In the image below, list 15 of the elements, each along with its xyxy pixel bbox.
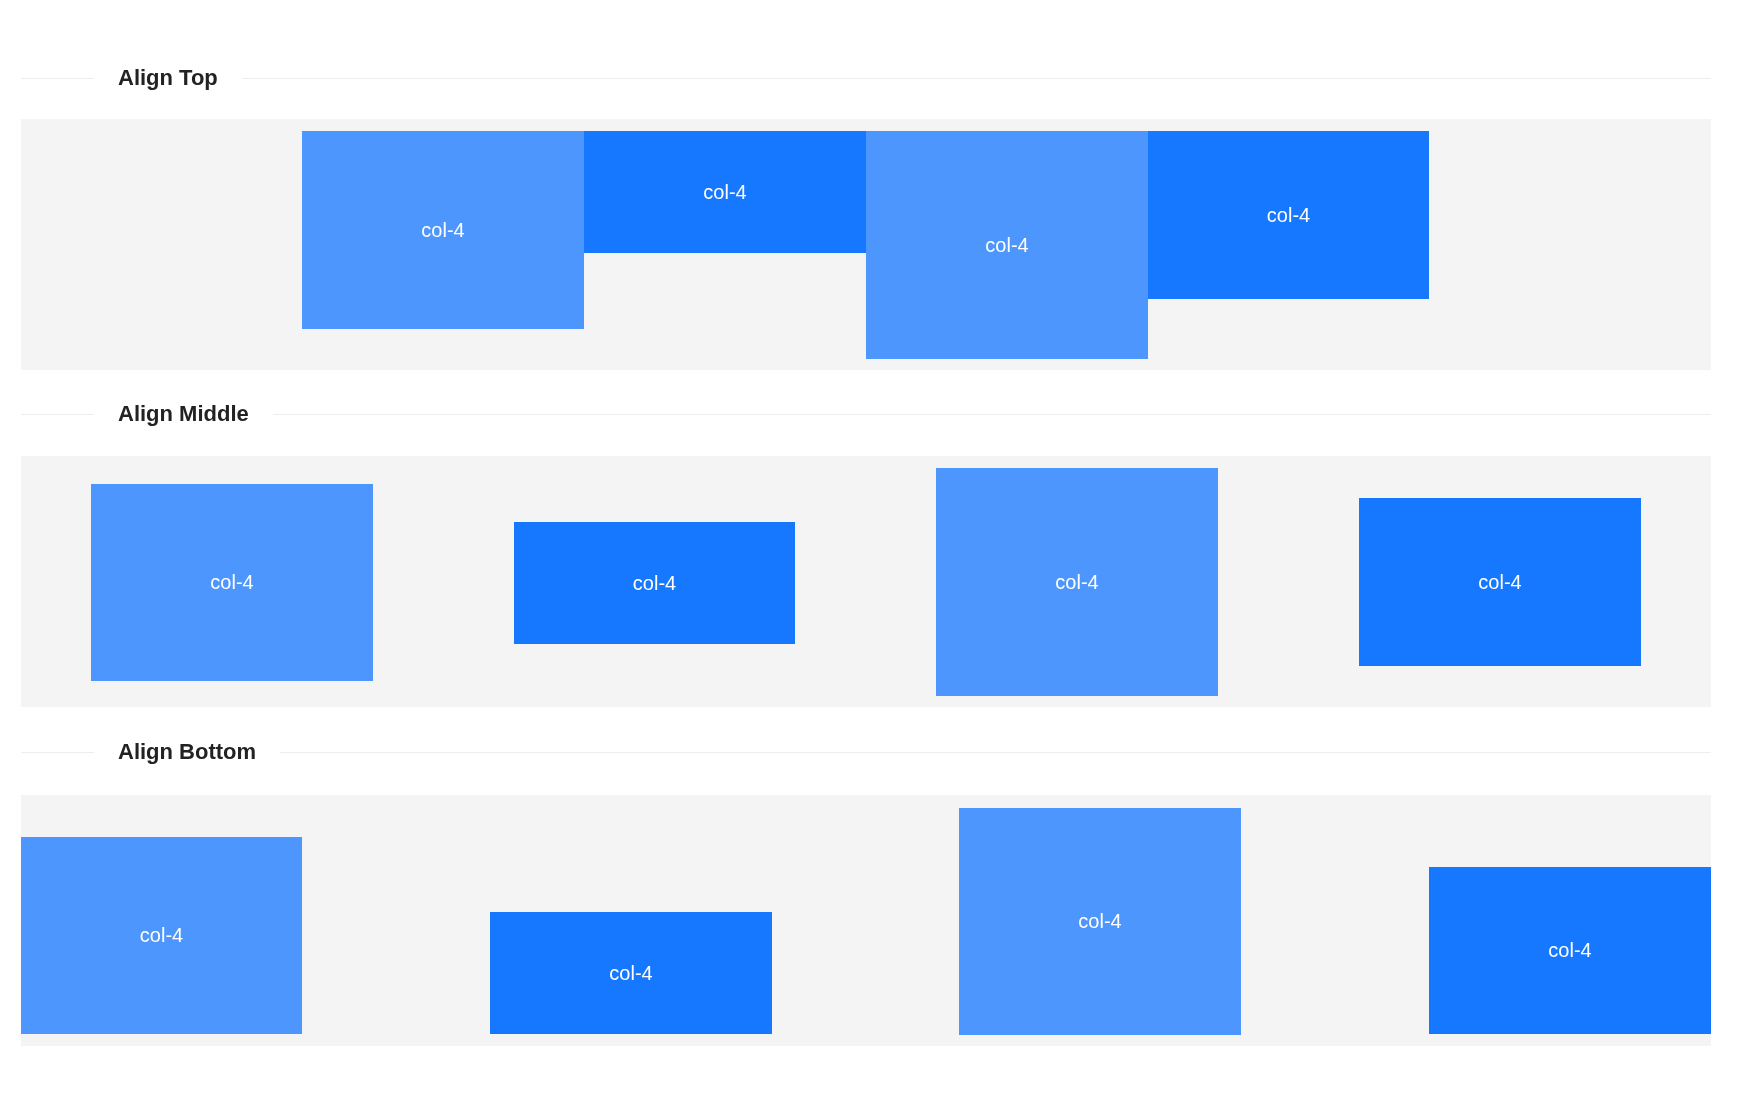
column-block: col-4 [959,808,1241,1035]
column-block: col-4 [1148,131,1429,299]
column-block: col-4 [1429,867,1711,1034]
column-block: col-4 [866,131,1148,359]
section-heading: Align Bottom [117,739,258,765]
column-block: col-4 [302,131,584,329]
column-block: col-4 [584,131,866,253]
column-block: col-4 [91,484,373,681]
column-block: col-4 [514,522,795,644]
column-block: col-4 [490,912,772,1034]
section-heading: Align Middle [117,401,250,427]
section-heading: Align Top [117,65,219,91]
column-block: col-4 [21,837,302,1034]
column-block: col-4 [1359,498,1641,666]
column-block: col-4 [936,468,1218,696]
